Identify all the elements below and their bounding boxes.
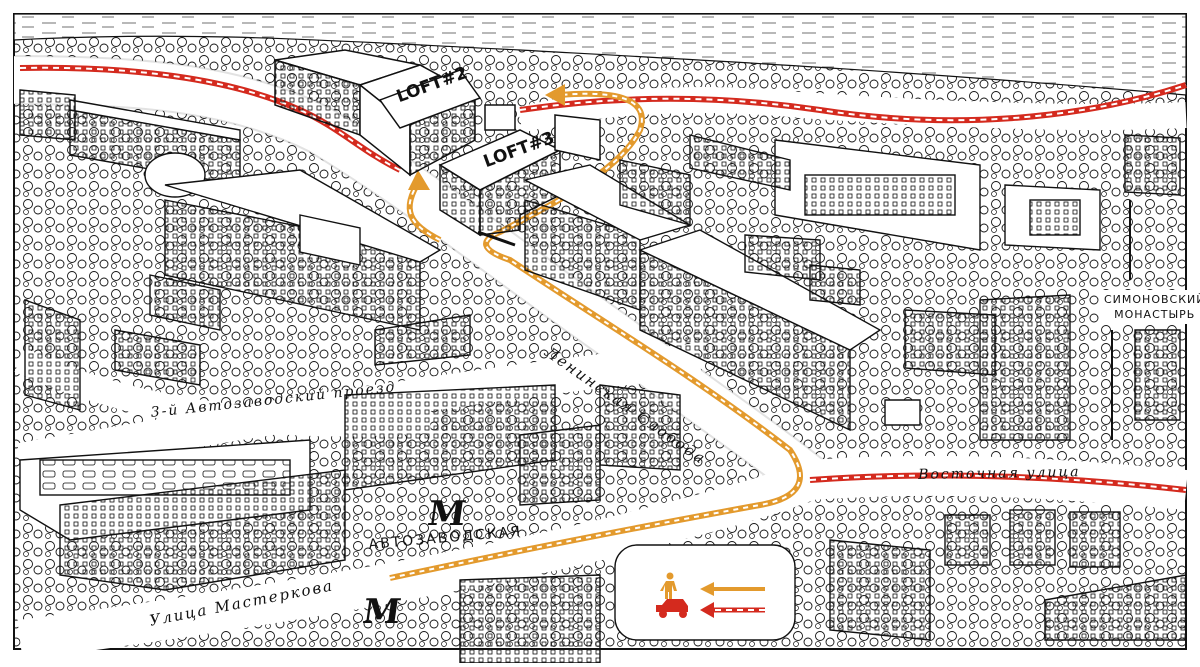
legend-arrows: [700, 582, 765, 618]
landmark-label: Симоновский монастырь: [1100, 290, 1200, 324]
car-icon: [656, 599, 688, 618]
loft2-building: [274, 49, 482, 177]
river: [13, 13, 1187, 96]
street-label-vostochnaya: Восточная улица: [918, 464, 1081, 483]
landmark-line1: Симоновский: [1104, 293, 1200, 306]
pedestrian-icon: [660, 572, 677, 599]
walk-route: [389, 84, 803, 581]
metro-icon-2[interactable]: М: [360, 592, 404, 632]
loft3-building: [438, 104, 601, 237]
landmark-line2: монастырь: [1114, 308, 1196, 321]
